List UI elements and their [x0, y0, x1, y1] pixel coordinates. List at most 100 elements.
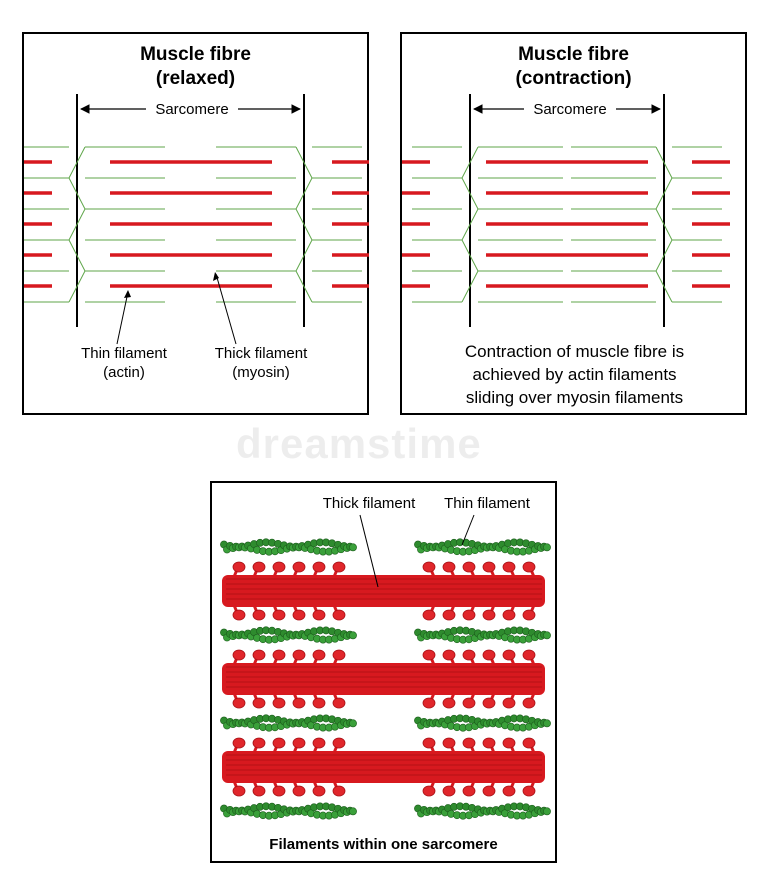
myosin-head: [232, 561, 246, 573]
myosin-head: [522, 697, 536, 709]
thin-filament-label: Thin filament: [444, 495, 530, 512]
myosin-head: [462, 561, 476, 573]
myosin-head: [442, 697, 456, 709]
myosin-head: [232, 785, 246, 797]
myosin-head: [252, 737, 266, 749]
myosin-head: [502, 785, 516, 797]
myosin-head: [252, 697, 266, 709]
myosin-head: [422, 561, 436, 573]
myosin-rod: [222, 663, 545, 695]
actin-bead: [349, 631, 357, 640]
z-disc-zigzag: [68, 146, 86, 303]
myosin-head: [312, 561, 326, 573]
myosin-head: [502, 737, 516, 749]
actin-bead: [543, 719, 551, 728]
myosin-head: [292, 561, 306, 573]
myosin-head: [422, 697, 436, 709]
actin-bead: [543, 631, 551, 640]
actin-filament: [414, 714, 551, 732]
detail-caption: Filaments within one sarcomere: [269, 836, 498, 853]
myosin-head: [332, 697, 346, 709]
sarcomere-label: Sarcomere: [146, 100, 238, 119]
actin-bead: [349, 807, 357, 816]
myosin-head: [442, 785, 456, 797]
myosin-head: [482, 561, 496, 573]
sarcomere-label: Sarcomere: [524, 100, 616, 119]
actin-bead: [543, 807, 551, 816]
myosin-head: [272, 785, 286, 797]
myosin-head: [232, 649, 246, 661]
actin-filament: [220, 626, 357, 644]
thin-label-line-1: Thin filament: [81, 345, 167, 362]
myosin-head: [272, 649, 286, 661]
thick-filament-label: Thick filament: [322, 495, 416, 512]
myosin-head: [462, 609, 476, 621]
sarcomere-diagram-relaxed: [24, 94, 369, 345]
myosin-head: [272, 697, 286, 709]
myosin-rod: [222, 575, 545, 607]
title-line-1: Muscle fibre: [140, 44, 251, 65]
myosin-head: [522, 649, 536, 661]
myosin-head: [502, 609, 516, 621]
myosin-head: [332, 609, 346, 621]
myosin-head: [442, 649, 456, 661]
myosin-head: [462, 737, 476, 749]
myosin-head: [252, 561, 266, 573]
contraction-caption: Contraction of muscle fibre is achieved …: [412, 340, 737, 409]
myosin-head: [272, 609, 286, 621]
panel-contraction: Muscle fibre (contraction) Sarcomere Con…: [400, 32, 747, 415]
myosin-head: [482, 785, 496, 797]
actin-filament: [414, 626, 551, 644]
myosin-filament: [222, 649, 545, 709]
myosin-head: [502, 561, 516, 573]
myosin-head: [422, 649, 436, 661]
thick-label-pointer: [215, 273, 237, 345]
myosin-filament: [222, 737, 545, 797]
myosin-head: [502, 697, 516, 709]
actin-filament: [220, 802, 357, 820]
myosin-head: [442, 609, 456, 621]
actin-filament: [414, 538, 551, 556]
actin-filament: [220, 714, 357, 732]
actin-filament: [220, 538, 357, 556]
thick-label-arrowhead: [213, 272, 219, 281]
z-disc-zigzag: [655, 146, 673, 303]
actin-bead: [543, 543, 551, 552]
myosin-head: [252, 785, 266, 797]
myosin-head: [522, 609, 536, 621]
myosin-head: [462, 785, 476, 797]
thin-label-arrowhead: [124, 290, 131, 298]
myosin-head: [462, 649, 476, 661]
myosin-head: [232, 609, 246, 621]
thin-filament-label: Thin filament (actin): [64, 344, 184, 382]
myosin-head: [332, 785, 346, 797]
myosin-head: [462, 697, 476, 709]
watermark: dreamstime: [236, 420, 482, 467]
caption-line-3: sliding over myosin filaments: [465, 388, 684, 407]
myosin-head: [292, 649, 306, 661]
myosin-filament: [222, 561, 545, 621]
actin-bead: [349, 543, 357, 552]
thick-label-line-1: Thick filament: [214, 345, 308, 362]
title-line-1: Muscle fibre: [518, 44, 629, 65]
myosin-head: [292, 697, 306, 709]
myosin-head: [232, 697, 246, 709]
myosin-head: [442, 561, 456, 573]
myosin-head: [422, 785, 436, 797]
myosin-head: [332, 649, 346, 661]
thick-filament-label: Thick filament (myosin): [196, 344, 326, 382]
myosin-head: [522, 561, 536, 573]
panel-title: Muscle fibre (contraction): [402, 43, 745, 91]
panel-title: Muscle fibre (relaxed): [24, 43, 367, 91]
myosin-head: [312, 609, 326, 621]
myosin-head: [312, 737, 326, 749]
caption-line-2: achieved by actin filaments: [472, 365, 677, 384]
myosin-head: [292, 785, 306, 797]
myosin-head: [292, 737, 306, 749]
title-line-2: (contraction): [515, 68, 632, 89]
myosin-head: [482, 609, 496, 621]
actin-bead: [349, 719, 357, 728]
thin-label-pointer: [116, 291, 129, 345]
myosin-head: [522, 785, 536, 797]
caption-line-1: Contraction of muscle fibre is: [464, 342, 685, 361]
